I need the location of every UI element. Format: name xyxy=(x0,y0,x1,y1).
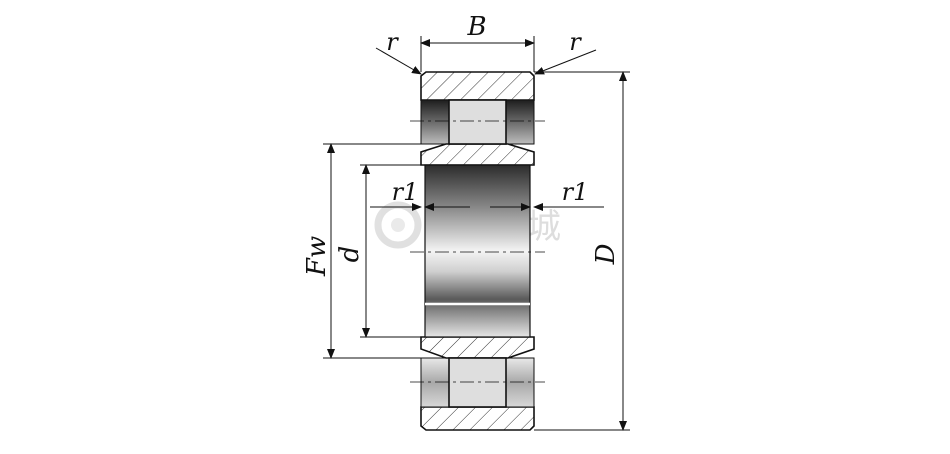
inner-ring-bottom-section xyxy=(420,336,535,359)
label-r1-left: r1 xyxy=(392,178,419,206)
inner-ring-top-section xyxy=(420,143,535,166)
roller-bottom xyxy=(448,357,507,408)
dimension-D xyxy=(534,71,630,431)
label-D: D xyxy=(591,243,621,265)
label-r-right: r xyxy=(569,28,582,56)
bore-surface xyxy=(424,164,531,338)
label-Fw: Fw xyxy=(302,236,332,277)
dimension-Fw xyxy=(323,143,446,359)
label-r-left: r xyxy=(386,28,399,56)
center-lines xyxy=(410,120,545,383)
dimension-r-left xyxy=(375,47,422,75)
dimension-d xyxy=(360,164,425,338)
inner-ring xyxy=(420,143,535,359)
label-d: d xyxy=(335,246,365,263)
dimension-B xyxy=(420,36,535,72)
outer-ring-bottom-section xyxy=(420,406,535,431)
roller-top xyxy=(448,99,507,145)
dimension-r-right xyxy=(534,49,597,75)
label-r1-right: r1 xyxy=(562,178,589,206)
outer-ring-top-section xyxy=(420,71,535,101)
label-B: B xyxy=(466,12,486,42)
